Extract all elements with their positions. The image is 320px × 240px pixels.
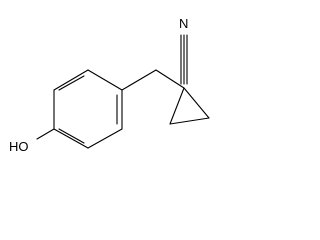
cyclopropane-bond — [169, 87, 185, 125]
cyclopropane-bond — [169, 117, 210, 125]
cyclopropane-bond — [183, 87, 210, 119]
cyclopropane-ring — [169, 87, 210, 125]
ring-double-bond — [58, 128, 85, 144]
benzene-ring — [53, 69, 123, 149]
chemical-structure-diagram: HO N — [9, 16, 210, 154]
ring-bond — [87, 128, 123, 149]
ring-double-bond — [58, 75, 85, 91]
hydroxyl-label: HO — [9, 139, 29, 154]
ring-bond — [53, 128, 89, 149]
ring-bond — [53, 69, 89, 91]
hydroxyl-bond — [36, 128, 55, 140]
nitrile-label: N — [179, 16, 188, 31]
ring-bond — [87, 69, 123, 91]
nitrile-triple-bond — [180, 34, 188, 85]
methylene-bond — [155, 69, 185, 89]
methylene-bond — [121, 69, 157, 91]
